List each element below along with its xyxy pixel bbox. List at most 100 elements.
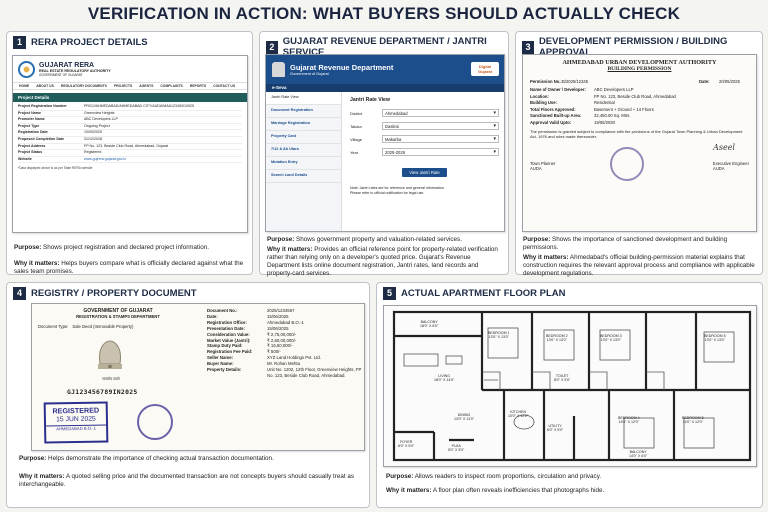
purpose-label: Purpose: bbox=[523, 236, 551, 243]
jantri-form: District AhmedabadTalukaDaskroiVillageMak… bbox=[350, 109, 499, 156]
revenue-title: Gujarat Revenue Department bbox=[290, 63, 394, 72]
round-seal bbox=[137, 404, 173, 440]
sidebar-item[interactable]: 7/12 & 8A Utara bbox=[266, 144, 341, 157]
registry-row-label: Buyer Name: bbox=[207, 361, 234, 367]
registry-document: GOVERNMENT OF GUJARAT REGISTRATION & STA… bbox=[31, 303, 365, 451]
registry-row-value: Ahmedabad B.O.-1 bbox=[267, 319, 304, 325]
signatory-1: Town Planner bbox=[530, 160, 556, 166]
rera-subtitle: REAL ESTATE REGULATORY AUTHORITY bbox=[39, 68, 111, 73]
revenue-screenshot: Gujarat Revenue Department Government of… bbox=[265, 54, 505, 232]
rera-section-bar: Project Details bbox=[13, 93, 247, 102]
registry-row: Document No.:2025/1234567 bbox=[207, 308, 362, 314]
permission-row: Sanctioned Built-up Area: 32,450.00 Sq. M… bbox=[530, 113, 749, 120]
date-label: Date: bbox=[699, 79, 710, 84]
permission-row-label: Location: bbox=[530, 93, 549, 99]
view-jantri-button[interactable]: View Jantri Rate bbox=[402, 168, 447, 177]
sidebar-item[interactable]: Jantri Rate View bbox=[266, 92, 341, 105]
eseva-bar: e-Seva bbox=[266, 84, 504, 92]
rera-nav: HOME ABOUT US REGULATORY DOCUMENTS PROJE… bbox=[13, 82, 247, 90]
registry-row-value: Mr. Rohan Mehta bbox=[267, 361, 300, 367]
purpose-label: Purpose: bbox=[267, 236, 295, 243]
rera-subtitle-2: GOVERNMENT OF GUJARAT bbox=[39, 72, 83, 77]
field-label: District bbox=[350, 110, 363, 116]
nav-agents[interactable]: AGENTS bbox=[139, 84, 154, 88]
permission-no-label: Permission No.: bbox=[530, 79, 562, 84]
purpose-label: Purpose: bbox=[19, 455, 47, 462]
purpose-text: Shows government property and valuation-… bbox=[296, 236, 462, 243]
field-select[interactable]: Daskroi bbox=[382, 122, 499, 130]
rera-row: Project Address FP No. 123, Beside Club R… bbox=[18, 144, 242, 151]
stamp-serial: GJ123456789IN2025 bbox=[67, 388, 138, 396]
permission-row-value: FP No. 123, Beside Club Road, Ahmedabad bbox=[594, 93, 676, 99]
panel-title: DEVELOPMENT PERMISSION / BUILDING APPROV… bbox=[538, 36, 728, 58]
rera-screenshot: GUJARAT RERA REAL ESTATE REGULATORY AUTH… bbox=[12, 55, 248, 233]
rera-row-value[interactable]: www.gujrera.gujarat.gov.in bbox=[84, 156, 127, 161]
nav-regulatory[interactable]: REGULATORY DOCUMENTS bbox=[60, 84, 107, 88]
purpose-label: Purpose: bbox=[386, 473, 414, 480]
sidebar-item[interactable]: Mutation Entry bbox=[266, 157, 341, 170]
rera-row-label: Registration Date bbox=[18, 130, 48, 135]
registry-row: Market Value (Jantri):₹ 2,60,00,000/- bbox=[207, 338, 362, 344]
registry-row: Buyer Name: Mr. Rohan Mehta bbox=[207, 361, 362, 367]
registry-row-value: ₹ 2,75,00,000/- bbox=[267, 331, 297, 337]
purpose-text: Allows readers to inspect room proportio… bbox=[414, 473, 602, 480]
registry-row-label: Registration Fee Paid: bbox=[207, 349, 253, 355]
why-text: Provides an official reference point for… bbox=[267, 246, 498, 277]
permission-row: Building Use:Residential bbox=[530, 100, 749, 107]
nav-projects[interactable]: PROJECTS bbox=[113, 84, 133, 88]
panel-title: REGISTRY / PROPERTY DOCUMENT bbox=[31, 288, 197, 299]
rera-row-value: ABC Developers LLP bbox=[84, 117, 118, 122]
panel-header: 4 REGISTRY / PROPERTY DOCUMENT bbox=[13, 287, 197, 300]
registry-row-label: Presentation Date: bbox=[207, 325, 245, 331]
registry-row: Registration Fee Paid:₹ 500/- bbox=[207, 349, 362, 355]
registry-row: Presentation Date:15/06/2025 bbox=[207, 326, 362, 332]
purpose-text: Helps demonstrate the importance of chec… bbox=[48, 455, 274, 462]
sidebar-item[interactable]: Search Land Details bbox=[266, 170, 341, 183]
permission-row-value: Basement + Ground + 14 Floors bbox=[594, 106, 654, 112]
permission-row: Name of Owner / Developer:ABC Developers… bbox=[530, 87, 749, 94]
rera-brand: GUJARAT RERA bbox=[39, 61, 95, 69]
rera-row-value: FP No. 123, Beside Club Road, Ahmedabad,… bbox=[84, 143, 169, 148]
permission-document: AHMEDABAD URBAN DEVELOPMENT AUTHORITY BU… bbox=[522, 54, 757, 232]
registry-row-value: XYZ Land Holdings Pvt. Ltd. bbox=[267, 355, 321, 361]
panel-number: 4 bbox=[13, 287, 26, 300]
sidebar-item[interactable]: Marriage Registration bbox=[266, 118, 341, 131]
why-label: Why it matters: bbox=[523, 254, 569, 261]
field-select[interactable]: Ahmedabad bbox=[382, 109, 499, 117]
signatory-2: Executive Engineer bbox=[712, 160, 749, 166]
field-select[interactable]: Makarba bbox=[382, 135, 499, 143]
panel-number: 2 bbox=[266, 40, 278, 54]
why-label: Why it matters: bbox=[14, 260, 60, 267]
field-select[interactable]: 2025-2026 bbox=[382, 148, 499, 156]
rera-row-value: PR/GJ/AHMEDABAD/AHMEDABAD CITY/AUDA/MAA1… bbox=[84, 104, 195, 108]
sidebar-item[interactable]: Property Card bbox=[266, 131, 341, 144]
nav-reports[interactable]: REPORTS bbox=[189, 84, 207, 88]
registry-row-value: ₹ 2,60,00,000/- bbox=[267, 337, 297, 343]
permission-row-label: Sanctioned Built-up Area: bbox=[530, 113, 582, 119]
permission-row-value: ABC Developers LLP bbox=[594, 87, 634, 92]
sidebar-item[interactable]: Document Registration bbox=[266, 105, 341, 118]
why-label: Why it matters: bbox=[267, 246, 313, 253]
permission-row-value: 32,450.00 Sq. Mtrs. bbox=[594, 113, 631, 119]
panel-number: 1 bbox=[13, 36, 26, 49]
why-text: Helps buyers compare what is officially … bbox=[14, 260, 244, 275]
nav-home[interactable]: HOME bbox=[19, 84, 30, 88]
nav-contact[interactable]: CONTACT US bbox=[213, 84, 236, 88]
rera-row-label: Project Address bbox=[18, 143, 46, 148]
nav-complaints[interactable]: COMPLAINTS bbox=[160, 84, 183, 88]
nav-about[interactable]: ABOUT US bbox=[36, 84, 54, 88]
